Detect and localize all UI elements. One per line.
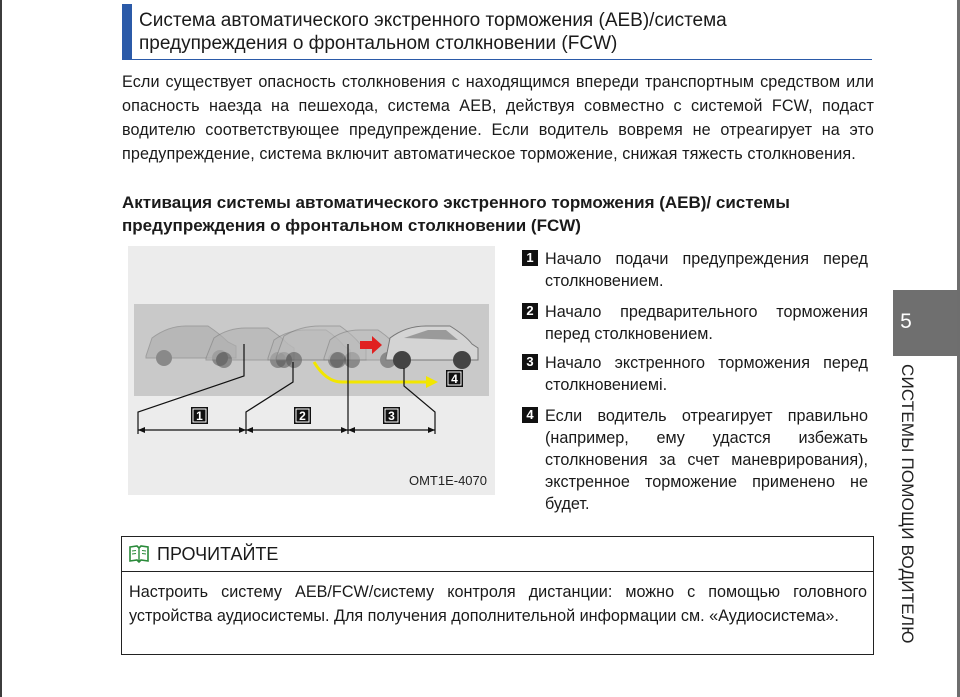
marker-2-label: 2 bbox=[299, 409, 306, 423]
step-text-3: Начало экстренного торможения перед стол… bbox=[545, 354, 868, 394]
book-icon bbox=[129, 545, 149, 564]
section-title: Система автоматического экстренного торм… bbox=[139, 10, 727, 54]
marker-1-box bbox=[191, 407, 208, 424]
dim-arrow-2-right bbox=[341, 427, 348, 433]
step-text-4: Если водитель отреагирует правильно (нап… bbox=[545, 407, 868, 513]
forward-warning-arrow bbox=[360, 336, 382, 354]
subheading: Активация системы автоматического экстре… bbox=[122, 193, 790, 235]
step-number-3: 3 bbox=[522, 354, 538, 370]
front-car bbox=[385, 325, 479, 369]
marker-4-inner bbox=[447, 371, 462, 386]
marker-3-box bbox=[383, 407, 400, 424]
leader-line-1 bbox=[137, 344, 245, 434]
title-underline bbox=[132, 59, 872, 60]
intro-paragraph: Если существует опасность столкновения с… bbox=[122, 73, 874, 163]
step-number-2: 2 bbox=[522, 303, 538, 319]
read-note-box: ПРОЧИТАЙТЕ Настроить систему AEB/FCW/сис… bbox=[121, 536, 874, 655]
marker-1-label: 1 bbox=[196, 409, 203, 423]
section-title-box: Система автоматического экстренного торм… bbox=[122, 4, 872, 60]
step-text-1: Начало подачи предупреждения перед столк… bbox=[545, 250, 868, 290]
read-note-title: ПРОЧИТАЙТЕ bbox=[157, 544, 279, 564]
dim-arrow-1-right bbox=[239, 427, 246, 433]
dim-arrow-2-left bbox=[246, 427, 253, 433]
dim-arrow-3-left bbox=[348, 427, 355, 433]
figure-code: OMT1E-4070 bbox=[408, 473, 487, 488]
leader-line-2 bbox=[245, 362, 294, 434]
title-accent-bar bbox=[122, 4, 132, 60]
chapter-side-label: СИСТЕМЫ ПОМОЩИ ВОДИТЕЛЮ bbox=[898, 364, 917, 644]
aeb-illustration: 1 2 3 4 OMT1E-4070 bbox=[128, 246, 495, 495]
marker-3-label: 3 bbox=[388, 409, 395, 423]
page-left-edge bbox=[0, 0, 2, 697]
dim-arrow-3-right bbox=[428, 427, 435, 433]
read-note-body: Настроить систему AEB/FCW/систему контро… bbox=[129, 583, 867, 625]
page-right-edge bbox=[957, 0, 960, 697]
chapter-number: 5 bbox=[900, 310, 912, 333]
step-text-2: Начало предварительного торможения перед… bbox=[545, 303, 868, 343]
leader-line-4 bbox=[403, 368, 436, 434]
step-number-1: 1 bbox=[522, 250, 538, 266]
evasive-path bbox=[312, 361, 428, 384]
aeb-diagram: 1 2 3 4 bbox=[134, 304, 489, 434]
marker-4-label: 4 bbox=[451, 372, 458, 386]
marker-4-box bbox=[446, 370, 463, 387]
evasive-path-arrowhead bbox=[426, 376, 438, 388]
step-number-4: 4 bbox=[522, 407, 538, 423]
chapter-tab[interactable]: 5 bbox=[893, 290, 957, 356]
read-note-header: ПРОЧИТАЙТЕ bbox=[122, 537, 873, 572]
marker-2-box bbox=[294, 407, 311, 424]
dim-arrow-1-left bbox=[138, 427, 145, 433]
